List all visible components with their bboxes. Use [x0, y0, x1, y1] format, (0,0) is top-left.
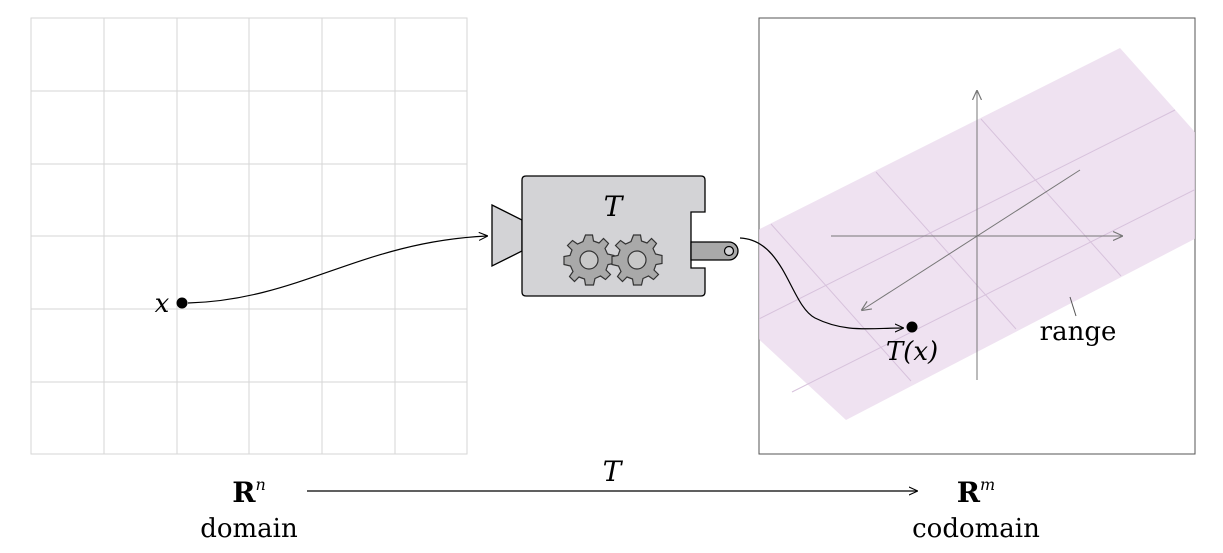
transformation-machine: T: [491, 175, 739, 297]
codomain-point-label: T(x): [886, 337, 938, 367]
input-arrow: [187, 236, 487, 304]
codomain-point-tx: [906, 321, 918, 333]
gear-icon: [563, 234, 615, 286]
codomain-word: codomain: [912, 514, 1040, 544]
domain-exponent: n: [255, 475, 265, 494]
machine-input-funnel: [491, 203, 523, 268]
machine-label: T: [604, 190, 625, 223]
domain-point-x: [176, 297, 188, 309]
codomain-exponent: m: [980, 475, 995, 494]
domain-caption: Rn domain: [200, 475, 298, 544]
range-pointer: [1069, 296, 1077, 317]
svg-text:Rn: Rn: [232, 475, 266, 509]
domain-word: domain: [200, 514, 298, 544]
codomain-panel: range: [758, 17, 1196, 455]
codomain-symbol: R: [957, 476, 981, 509]
range-plane: [759, 48, 1195, 420]
mapping-arrow: T: [307, 455, 917, 491]
output-arrow: [739, 237, 903, 329]
gear-icon: [611, 234, 663, 286]
svg-text:Rm: Rm: [957, 475, 995, 509]
machine-output-spout: [690, 241, 739, 261]
mapping-label: T: [603, 455, 624, 488]
codomain-axes: [831, 91, 1122, 380]
machine-body: [521, 175, 706, 297]
domain-grid: [30, 17, 468, 455]
codomain-caption: Rm codomain: [912, 475, 1040, 544]
domain-point-label: x: [155, 289, 170, 319]
domain-symbol: R: [232, 476, 256, 509]
range-label: range: [1040, 317, 1117, 347]
